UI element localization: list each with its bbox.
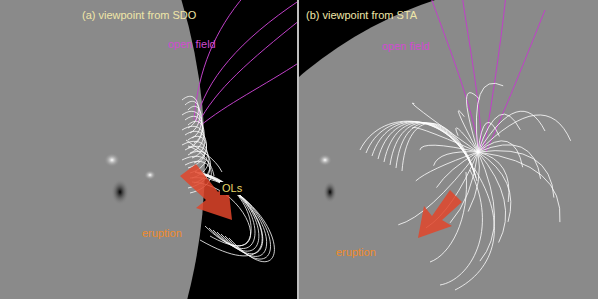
field-line [200, 62, 297, 126]
panel-divider [297, 0, 299, 299]
right-panel [299, 0, 598, 299]
field-line [478, 145, 541, 179]
field-line [478, 151, 554, 198]
field-line [372, 122, 472, 166]
field-line [416, 152, 478, 181]
field-line [437, 152, 479, 188]
field-line [478, 111, 545, 152]
eruption-arrow [418, 190, 462, 238]
field-line [198, 20, 297, 124]
annotation: open field [166, 38, 218, 51]
left-panel [0, 0, 297, 299]
field-line [396, 123, 476, 178]
annotation: open field [380, 40, 432, 53]
annotation: eruption [334, 246, 378, 259]
positive-polarity [104, 153, 120, 167]
negative-polarity [111, 179, 129, 205]
annotation: OLs [220, 182, 244, 195]
field-lines [360, 0, 571, 290]
field-line [478, 152, 509, 202]
field-line [384, 122, 474, 172]
positive-polarity [144, 170, 156, 180]
field-line [478, 115, 571, 152]
solar-disk [299, 0, 598, 299]
field-line [194, 0, 245, 120]
field-line [486, 10, 545, 152]
field-line [478, 152, 495, 261]
field-line [378, 122, 473, 169]
field-line [360, 121, 470, 160]
positive-polarity [318, 154, 332, 166]
annotation: eruption [140, 227, 184, 240]
field-line [476, 83, 503, 152]
field-line [455, 168, 494, 290]
panel-title: (a) viewpoint from SDO [80, 9, 198, 22]
panel-title: (b) viewpoint from STA [304, 9, 419, 22]
negative-polarity [323, 181, 337, 203]
field-line [430, 0, 480, 152]
